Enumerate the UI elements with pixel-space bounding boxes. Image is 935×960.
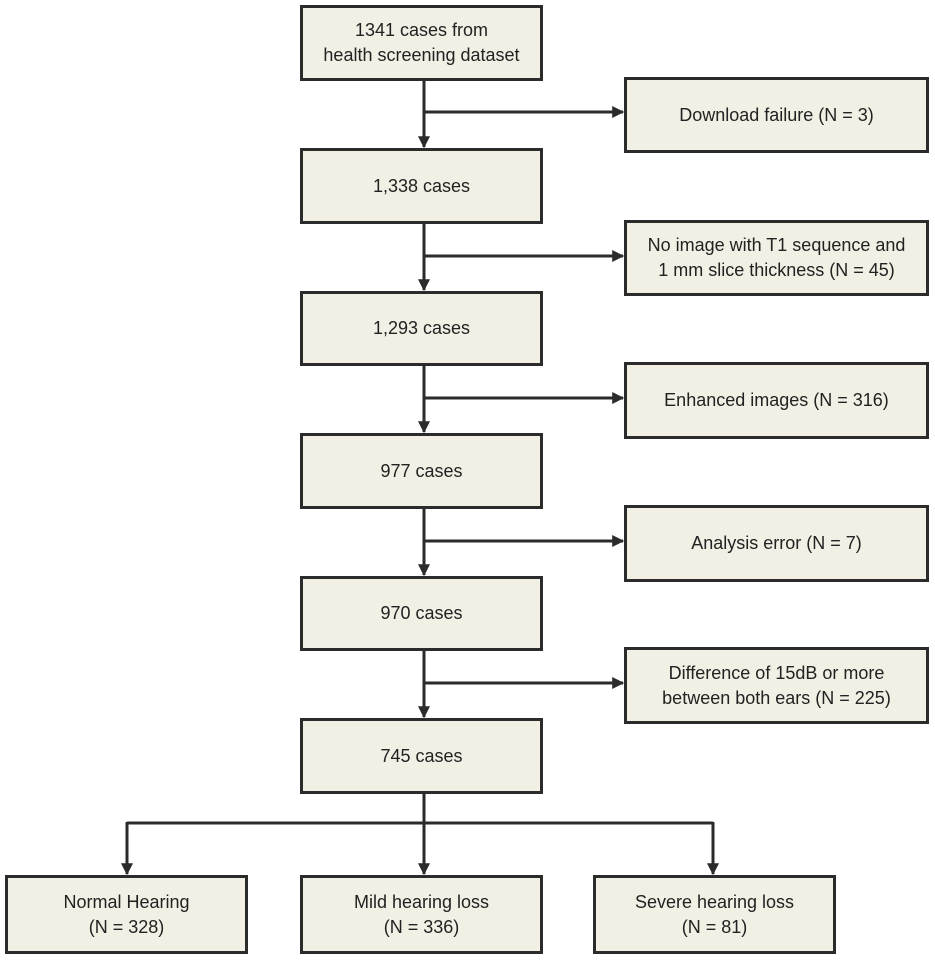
box-excl1-label: Download failure (N = 3) (679, 104, 874, 125)
box-start: 1341 cases from health screening dataset (300, 5, 543, 81)
box-step5: 745 cases (300, 718, 543, 794)
box-severe-hearing-loss-label: Severe hearing loss (N = 81) (634, 891, 795, 937)
box-step1: 1,338 cases (300, 148, 543, 224)
box-step2: 1,293 cases (300, 291, 543, 366)
box-excl4: Analysis error (N = 7) (624, 505, 929, 582)
box-excl3: Enhanced images (N = 316) (624, 362, 929, 439)
box-normal-hearing: Normal Hearing (N = 328) (5, 875, 248, 954)
box-step2-label: 1,293 cases (372, 318, 471, 338)
box-start-label: 1341 cases from health screening dataset (323, 20, 520, 65)
box-excl5-label: Difference of 15dB or more between both … (662, 662, 891, 708)
box-step5-label: 745 cases (380, 745, 463, 766)
box-excl4-label: Analysis error (N = 7) (691, 533, 862, 553)
box-step3: 977 cases (300, 433, 543, 509)
box-excl3-label: Enhanced images (N = 316) (664, 390, 889, 410)
box-normal-hearing-label: Normal Hearing (N = 328) (63, 891, 190, 937)
box-excl2-label: No image with T1 sequence and 1 mm slice… (647, 235, 906, 280)
box-step1-label: 1,338 cases (372, 175, 471, 196)
box-excl2: No image with T1 sequence and 1 mm slice… (624, 220, 929, 296)
box-excl1: Download failure (N = 3) (624, 77, 929, 153)
box-mild-hearing-loss-label: Mild hearing loss (N = 336) (353, 891, 490, 937)
box-step3-label: 977 cases (380, 460, 463, 481)
box-step4-label: 970 cases (380, 603, 463, 623)
box-severe-hearing-loss: Severe hearing loss (N = 81) (593, 875, 836, 954)
box-mild-hearing-loss: Mild hearing loss (N = 336) (300, 875, 543, 954)
box-step4: 970 cases (300, 576, 543, 651)
box-excl5: Difference of 15dB or more between both … (624, 647, 929, 724)
